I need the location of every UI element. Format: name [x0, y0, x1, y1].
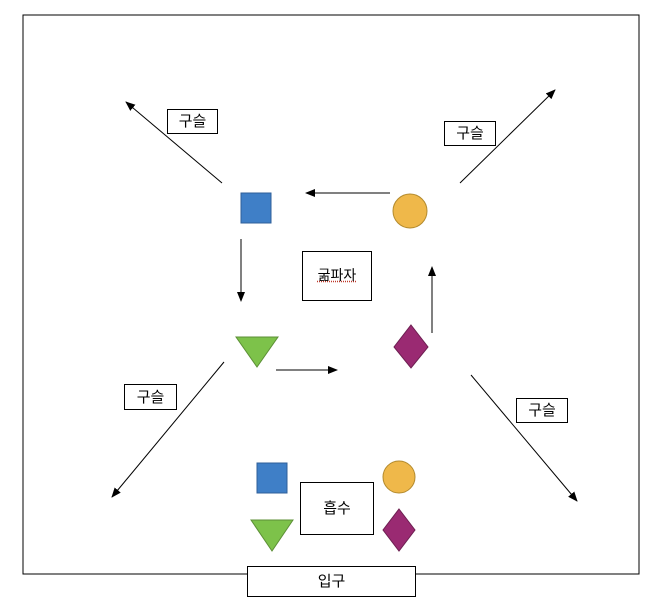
- arrow-bottom-left: [111, 361, 225, 498]
- bead-label-top-left: 구슬: [167, 109, 218, 134]
- triangle-icon: [250, 519, 294, 552]
- arrow-top-right: [459, 89, 556, 184]
- circle-icon: [382, 460, 416, 494]
- diamond-icon: [393, 324, 429, 369]
- circle-icon: [392, 193, 428, 229]
- square-icon: [256, 462, 288, 494]
- center-label-text: 굶파자: [317, 268, 357, 284]
- bead-label-mid-left: 구슬: [124, 384, 177, 410]
- triangle-icon: [235, 336, 279, 368]
- bead-label-text: 구슬: [456, 124, 484, 142]
- entrance-label-text: 입구: [317, 572, 346, 590]
- bead-label-text: 구슬: [178, 112, 207, 130]
- bead-label-top-right: 구슬: [444, 121, 496, 146]
- diamond-icon: [382, 508, 416, 552]
- square-icon: [240, 192, 272, 224]
- center-label-box: 굶파자: [302, 251, 372, 301]
- entrance-label-box: 입구: [247, 566, 416, 597]
- bead-label-text: 구슬: [136, 387, 165, 406]
- arrow-top-left: [125, 101, 223, 184]
- absorb-label-box: 흡수: [300, 482, 374, 535]
- arrow-bottom-right: [470, 374, 578, 502]
- absorb-label-text: 흡수: [323, 499, 351, 517]
- bead-label-text: 구슬: [528, 401, 556, 419]
- bead-label-mid-right: 구슬: [516, 398, 568, 423]
